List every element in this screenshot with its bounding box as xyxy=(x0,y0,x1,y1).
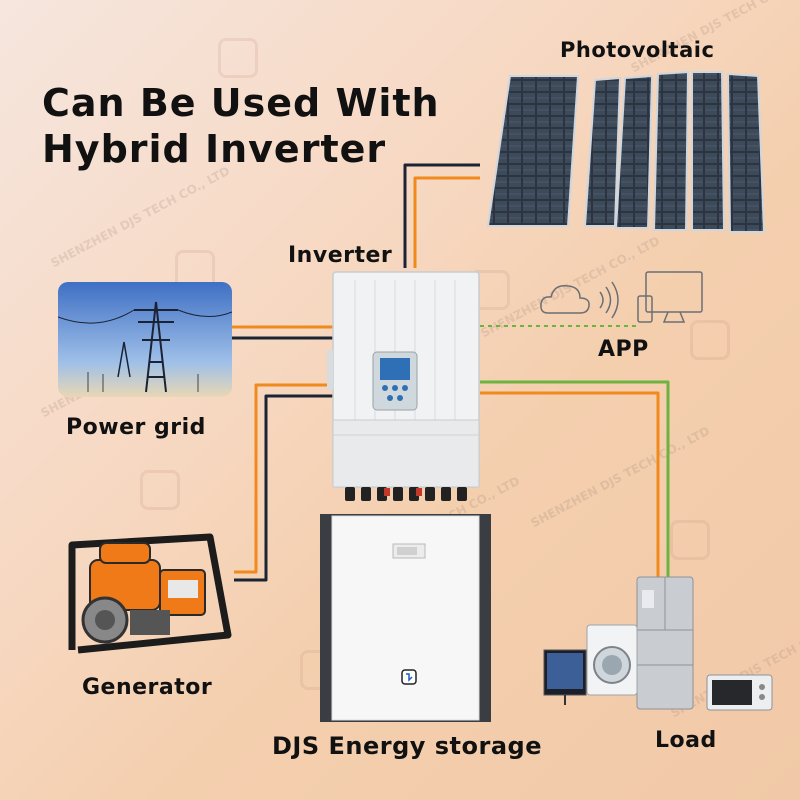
inverter-label: Inverter xyxy=(288,243,393,268)
watermark-logo xyxy=(690,320,730,360)
wifi-icon xyxy=(599,281,619,319)
app-devices xyxy=(540,271,703,323)
app-label: APP xyxy=(598,337,649,362)
phone-icon xyxy=(637,295,653,323)
generator-wire-orange xyxy=(234,383,334,574)
solar-panel xyxy=(583,76,622,227)
monitor-icon xyxy=(645,271,703,313)
generator-label: Generator xyxy=(82,675,213,700)
generator-wire-dark xyxy=(234,394,334,582)
hybrid-inverter xyxy=(327,271,480,501)
solar-panel-array xyxy=(486,70,766,233)
load-wire-green xyxy=(480,380,670,585)
solar-panel xyxy=(691,71,726,231)
load-wire-orange xyxy=(480,391,660,585)
watermark-logo xyxy=(140,470,180,510)
generator-image xyxy=(68,533,232,654)
solar-panel xyxy=(486,75,580,227)
page-title: Can Be Used With Hybrid Inverter xyxy=(42,80,440,172)
solar-panel xyxy=(726,72,766,233)
watermark-logo xyxy=(670,520,710,560)
title-line-1: Can Be Used With xyxy=(42,81,440,125)
photovoltaic-label: Photovoltaic xyxy=(560,38,715,62)
title-line-2: Hybrid Inverter xyxy=(42,127,387,171)
solar-panel xyxy=(652,70,690,231)
power-grid-image xyxy=(58,282,232,397)
energy-storage-battery xyxy=(320,514,491,722)
load-label: Load xyxy=(655,728,717,753)
watermark-logo xyxy=(218,38,258,78)
energy-storage-label: DJS Energy storage xyxy=(272,732,542,760)
power-grid-label: Power grid xyxy=(66,415,206,440)
solar-panel xyxy=(614,74,654,229)
cloud-icon xyxy=(540,284,590,314)
pv-wire-orange xyxy=(413,176,480,268)
load-appliances xyxy=(543,576,773,711)
pv-wire-dark xyxy=(403,163,480,268)
